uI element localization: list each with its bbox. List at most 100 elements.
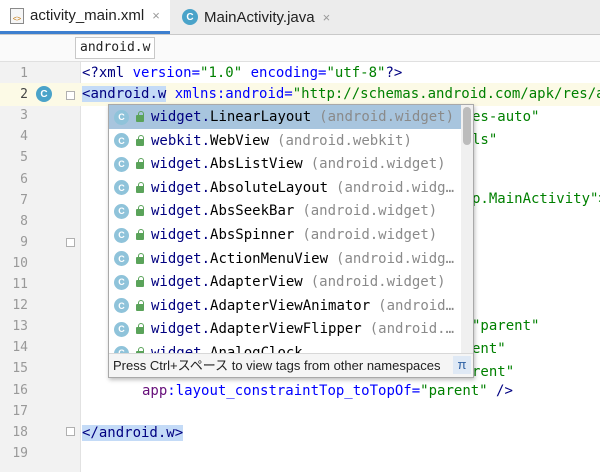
tab-label: activity_main.xml [30, 7, 145, 24]
line-number: 13 [12, 319, 28, 335]
completion-item-package: (android.widget) [310, 274, 446, 291]
scrollbar-thumb[interactable] [463, 107, 471, 145]
class-icon: C [182, 9, 198, 25]
line-row: 8 [0, 210, 600, 233]
line-number: 2 [20, 87, 28, 103]
fold-marker-icon[interactable] [66, 238, 75, 247]
tab-activity-main-xml[interactable]: <> activity_main.xml × [0, 0, 170, 34]
class-icon: C [114, 203, 129, 219]
lock-icon [135, 252, 145, 265]
line-number: 19 [12, 445, 28, 461]
line-number: 6 [20, 171, 28, 187]
line-row: 9 [0, 231, 600, 254]
completion-item-name: widget.AbsoluteLayout [151, 179, 329, 196]
class-icon: C [114, 156, 129, 172]
lock-icon [135, 205, 145, 217]
line-row: 4 [0, 125, 600, 148]
editor-tab-bar: <> activity_main.xml × C MainActivity.ja… [0, 0, 600, 35]
line-number: 10 [12, 255, 28, 271]
line-row: 10 [0, 252, 600, 275]
line-number: 5 [20, 150, 28, 166]
line-row: 6 [0, 168, 600, 191]
close-icon[interactable]: × [322, 9, 331, 25]
pi-icon[interactable]: π [453, 356, 471, 374]
line-number: 4 [20, 129, 28, 145]
completion-item-name: widget.AdapterViewFlipper [151, 321, 362, 338]
code-line-13: "parent" [472, 318, 540, 334]
xml-file-icon: <> [10, 7, 24, 24]
line-row: 17 [0, 400, 600, 423]
completion-item-package: (android.widget) [302, 203, 438, 220]
lock-icon [135, 276, 145, 288]
line-row: 1 [0, 62, 600, 85]
line-row: 11 [0, 273, 600, 296]
code-line-7: p.MainActivity"> [472, 191, 600, 207]
class-icon: C [114, 298, 129, 314]
completion-item-package: (android.webkit) [277, 132, 412, 149]
tab-mainactivity-java[interactable]: C MainActivity.java × [176, 0, 346, 34]
class-gutter-icon[interactable]: C [36, 86, 52, 102]
breadcrumb[interactable]: android.w [75, 37, 156, 59]
line-row: 13 [0, 315, 600, 338]
class-icon: C [114, 109, 129, 125]
class-icon: C [114, 227, 129, 243]
line-row: 18 [0, 421, 600, 444]
completion-item-name: widget.AdapterViewAnimator [151, 297, 371, 314]
line-row: 2 [0, 83, 600, 106]
line-gutter [0, 62, 81, 472]
lock-icon [135, 229, 145, 241]
line-row: 14 [0, 336, 600, 359]
popup-scrollbar[interactable] [461, 105, 473, 353]
line-number: 18 [12, 424, 28, 440]
class-icon: C [114, 180, 129, 196]
completion-item-name: widget.LinearLayout [151, 109, 312, 125]
completion-item-name: widget.AdapterView [151, 274, 303, 291]
code-line-16: app:layout_constraintTop_toTopOf="parent… [142, 383, 513, 399]
line-number: 11 [12, 277, 28, 292]
class-icon: C [114, 251, 129, 267]
line-row: 16 [0, 379, 600, 402]
line-number: 17 [12, 403, 28, 419]
line-number: 12 [12, 298, 28, 314]
code-line-14: ent" [472, 341, 506, 357]
line-number: 15 [12, 361, 28, 377]
close-icon[interactable]: × [152, 8, 160, 23]
code-line-18: </android.w> [82, 425, 184, 441]
lock-icon [135, 181, 145, 194]
line-number: 7 [20, 192, 28, 208]
class-icon: C [114, 274, 129, 290]
completion-item-package: (android.widget) [310, 156, 446, 173]
completion-item-name: widget.AbsSeekBar [151, 203, 295, 220]
lock-icon [135, 134, 145, 147]
line-number: 1 [20, 66, 28, 81]
class-icon: C [114, 133, 129, 149]
lock-icon [135, 111, 145, 123]
line-row: 7 [0, 189, 600, 212]
completion-item-package: (android.widget) [302, 227, 438, 243]
line-number: 9 [20, 234, 28, 250]
completion-item-name: widget.AbsSpinner [151, 227, 295, 243]
class-icon: C [114, 321, 129, 337]
line-row: 19 [0, 442, 600, 465]
line-row: 12 [0, 294, 600, 317]
line-row: 5 [0, 146, 600, 169]
code-line-1: <?xml version="1.0" encoding="utf-8"?> [82, 65, 403, 81]
line-number: 3 [20, 108, 28, 124]
completion-item-name: widget.ActionMenuView [151, 250, 329, 267]
line-number: 16 [12, 382, 28, 398]
completion-item-package: (android.… [369, 321, 455, 338]
completion-item-name: widget.AbsListView [151, 156, 303, 173]
fold-marker-icon[interactable] [66, 427, 75, 436]
fold-marker-icon[interactable] [66, 91, 75, 100]
